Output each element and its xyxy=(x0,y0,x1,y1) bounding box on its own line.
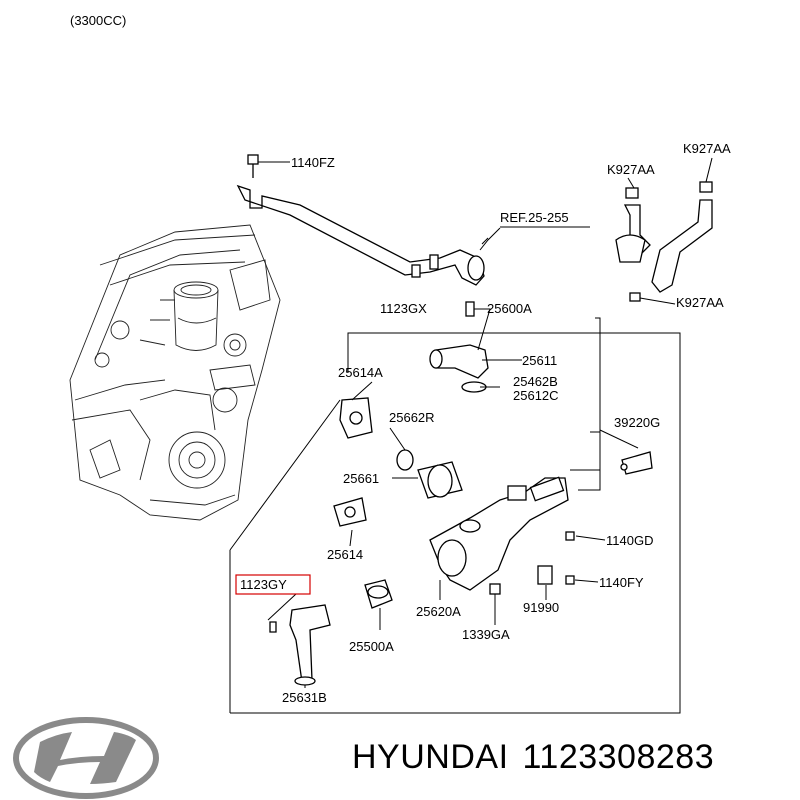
label-K927AA-top-left: K927AA xyxy=(607,162,655,177)
assembly-bounding-box xyxy=(229,332,681,714)
hyundai-logo-icon xyxy=(13,717,159,799)
leader-lines xyxy=(229,157,713,688)
label-K927AA-top-right: K927AA xyxy=(683,141,731,156)
label-ref-25-255: REF.25-255 xyxy=(500,210,569,225)
label-25614: 25614 xyxy=(327,547,363,562)
engine-note: (3300CC) xyxy=(70,13,126,28)
label-1140FY: 1140FY xyxy=(599,575,644,590)
label-91990: 91990 xyxy=(523,600,559,615)
highlight-box-1123GY xyxy=(235,574,311,595)
label-25600A: 25600A xyxy=(487,301,532,316)
brand-name: HYUNDAI xyxy=(352,738,509,776)
hose-illustration xyxy=(615,181,713,302)
assembly-illustration xyxy=(269,301,653,686)
label-1140GD: 1140GD xyxy=(606,533,653,548)
label-K927AA-lower: K927AA xyxy=(676,295,724,310)
part-number: 1123308283 xyxy=(522,738,715,776)
label-1140FZ: 1140FZ xyxy=(291,155,335,170)
label-1123GX: 1123GX xyxy=(380,301,427,316)
label-25500A: 25500A xyxy=(349,639,394,654)
label-25620A: 25620A xyxy=(416,604,461,619)
bypass-pipe-illustration xyxy=(236,154,485,286)
label-25462B: 25462B xyxy=(513,374,558,389)
label-25612C: 25612C xyxy=(513,388,559,403)
label-25662R: 25662R xyxy=(389,410,435,425)
label-25661: 25661 xyxy=(343,471,379,486)
label-1339GA: 1339GA xyxy=(462,627,510,642)
label-25614A: 25614A xyxy=(338,365,383,380)
label-25631B: 25631B xyxy=(282,690,327,705)
label-39220G: 39220G xyxy=(614,415,660,430)
brand-part-number: HYUNDAI 1123308283 xyxy=(352,738,728,777)
label-1123GY: 1123GY xyxy=(240,577,287,592)
engine-block-illustration xyxy=(69,224,281,521)
label-25611: 25611 xyxy=(522,353,557,368)
